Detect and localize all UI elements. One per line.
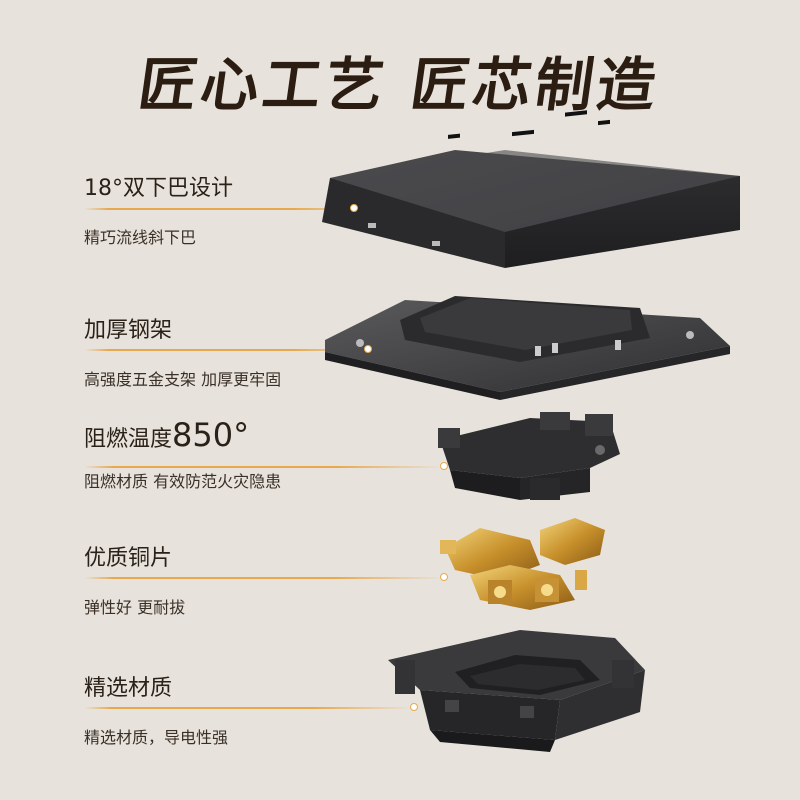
line-endpoint-dot [440,573,448,581]
line-endpoint-dot [440,462,448,470]
feature-desc: 阻燃材质 有效防范火灾隐患 [84,472,282,491]
feature-steel-frame: 加厚钢架 高强度五金支架 加厚更牢固 [84,312,384,390]
divider-line [84,577,444,579]
divider-line [84,466,444,468]
steel-frame [325,296,730,400]
feature-chin-design: 18°双下巴设计 精巧流线斜下巴 [84,170,384,248]
feature-title: 优质铜片 [84,546,173,571]
feature-title-prefix: 阻燃温度 [84,427,173,452]
feature-title: 加厚钢架 [84,318,173,343]
feature-desc: 弹性好 更耐拔 [84,598,186,617]
feature-desc: 精巧流线斜下巴 [84,228,197,247]
feature-flame-retardant: 阻燃温度850° 阻燃材质 有效防范火灾隐患 [84,416,384,492]
feature-desc: 高强度五金支架 加厚更牢固 [84,370,282,389]
feature-copper: 优质铜片 弹性好 更耐拔 [84,540,384,618]
feature-desc: 精选材质，导电性强 [84,728,229,747]
line-endpoint-dot [410,703,418,711]
divider-line [84,349,384,351]
feature-title: 18°双下巴设计 [84,176,233,201]
line-endpoint-dot [364,345,372,353]
feature-title-temperature: 850° [172,416,250,454]
divider-line [84,707,414,709]
socket-panel [322,110,740,268]
feature-material: 精选材质 精选材质，导电性强 [84,670,384,748]
feature-title: 阻燃温度850° [84,416,384,454]
copper-contacts [440,518,605,610]
feature-title: 精选材质 [84,676,173,701]
base-housing [388,630,645,752]
line-endpoint-dot [350,204,358,212]
flame-retardant-base [438,412,620,500]
divider-line [84,208,384,210]
